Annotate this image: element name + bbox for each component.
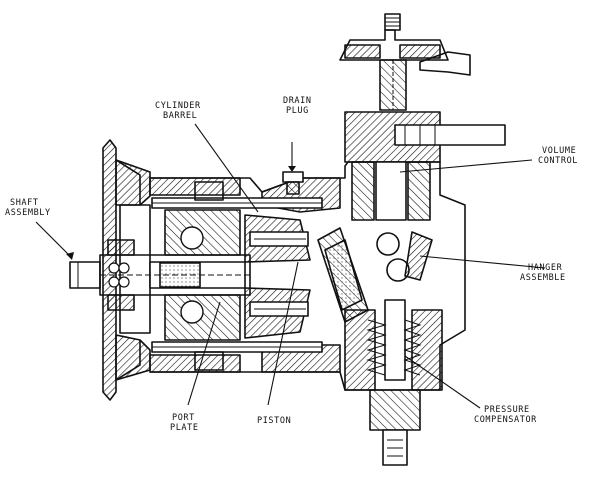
label-port-plate: PORT PLATE: [170, 413, 201, 433]
leader-shaft-assembly: [35, 221, 73, 259]
leader-hanger-assemble: [419, 255, 546, 269]
label-shaft-assembly: SHAFT ASSEMBLY: [5, 198, 51, 218]
main-housing: [149, 161, 466, 391]
label-volume-control: VOLUME CONTROL: [538, 146, 582, 166]
leader-port-plate: [187, 301, 221, 406]
volume-control-part: [339, 13, 506, 221]
pistons: [249, 231, 309, 317]
drain-plug-part: [282, 171, 304, 195]
label-drain-plug: DRAIN PLUG: [283, 96, 317, 116]
swash-plate: [317, 227, 433, 323]
leader-volume-control: [399, 159, 533, 173]
leader-piston: [267, 261, 299, 406]
label-cylinder-barrel: CYLINDER BARREL: [155, 101, 206, 121]
leader-pressure-compensator: [404, 355, 481, 409]
label-piston: PISTON: [257, 416, 291, 426]
pressure-compensator-part: [344, 299, 443, 466]
label-hanger-assemble: HANGER ASSEMBLE: [520, 263, 568, 283]
label-pressure-compensator: PRESSURE COMPENSATOR: [474, 405, 537, 425]
leader-lines: [35, 123, 546, 409]
arrowhead-shaft-assembly: [66, 252, 74, 260]
arrowhead-drain-plug: [288, 166, 296, 172]
leader-cylinder-barrel: [194, 123, 259, 213]
